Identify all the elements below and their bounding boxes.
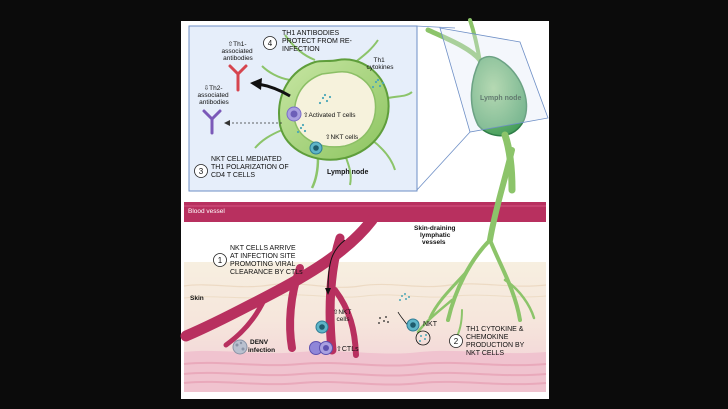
- denv-label: DENV infection: [248, 339, 275, 354]
- th2-antibody-icon: [202, 109, 222, 135]
- step-1-badge: [213, 253, 227, 267]
- lymph-node-inset-label: Lymph node: [327, 169, 368, 176]
- step-2-number: 2: [454, 337, 459, 346]
- th1-cytokines-label: Th1 cytokines: [366, 57, 394, 71]
- step-3-number: 3: [199, 167, 204, 176]
- lymph-node-inset: 4 TH1 ANTIBODIES PROTECT FROM RE- INFECT…: [188, 25, 418, 192]
- nkt-cells-node-label: ⇧NKT cells: [325, 133, 359, 141]
- nkt-cell-node-nucleus: [313, 145, 319, 151]
- nkt-migration-arrow-icon: [327, 239, 346, 291]
- inset-projection-plane: [439, 27, 549, 133]
- cytokine-dots: [296, 78, 385, 134]
- cytokine-cluster: [415, 330, 431, 346]
- step-4-text: TH1 ANTIBODIES PROTECT FROM RE- INFECTIO…: [282, 30, 354, 53]
- skin-label: Skin: [190, 295, 204, 302]
- inset-projection-line: [415, 131, 471, 192]
- nkt-migration-arrowhead-icon: [325, 288, 331, 295]
- nkt-cells-skin-label: ⇧NKT cells: [333, 308, 353, 323]
- inset-lymph-node: [254, 34, 413, 189]
- step-1-number: 1: [218, 256, 223, 265]
- activated-t-cell-nucleus: [290, 110, 298, 118]
- blood-vessel-label: Blood vessel: [188, 208, 225, 215]
- nkt-cell-skin-nucleus: [319, 324, 325, 330]
- main-lymph-node: Lymph node: [425, 18, 528, 194]
- step-1-text: NKT CELLS ARRIVE AT INFECTION SITE PROMO…: [230, 245, 303, 276]
- nkt-label: NKT: [423, 321, 438, 328]
- inset-projection-line: [415, 25, 456, 29]
- step-4-badge: [263, 36, 277, 50]
- skin-region: [183, 262, 547, 392]
- denv-virus-icon: [232, 339, 248, 355]
- lymph-node-main-label: Lymph node: [480, 95, 521, 102]
- step-2-text: TH1 CYTOKINE & CHEMOKINE PRODUCTION BY N…: [466, 326, 526, 357]
- step-4-number: 4: [268, 39, 273, 48]
- th2-arrowhead-icon: [224, 120, 230, 126]
- step-3-badge: [194, 164, 208, 178]
- nkt-cell-secreting-nucleus: [410, 322, 416, 328]
- ctl-cells: [309, 341, 333, 355]
- th1-antibodies-label: ⇧Th1- associated antibodies: [222, 40, 255, 62]
- skin-cytokine-dots: [399, 293, 427, 342]
- th2-antibodies-label: ⇩Th2- associated antibodies: [198, 84, 231, 106]
- chemokine-dots: [378, 316, 389, 324]
- ctls-label: ⇧CTLs: [336, 345, 359, 353]
- skin-draining-label: Skin-draining lymphatic vessels: [414, 225, 457, 246]
- activated-t-cells-label: ⇧Activated T cells: [303, 111, 356, 119]
- th1-antibody-icon: [228, 64, 248, 92]
- step-2-badge: [449, 334, 463, 348]
- th1-arrowhead-icon: [250, 78, 262, 90]
- step-3-text: NKT CELL MEDIATED TH1 POLARIZATION OF CD…: [211, 156, 291, 179]
